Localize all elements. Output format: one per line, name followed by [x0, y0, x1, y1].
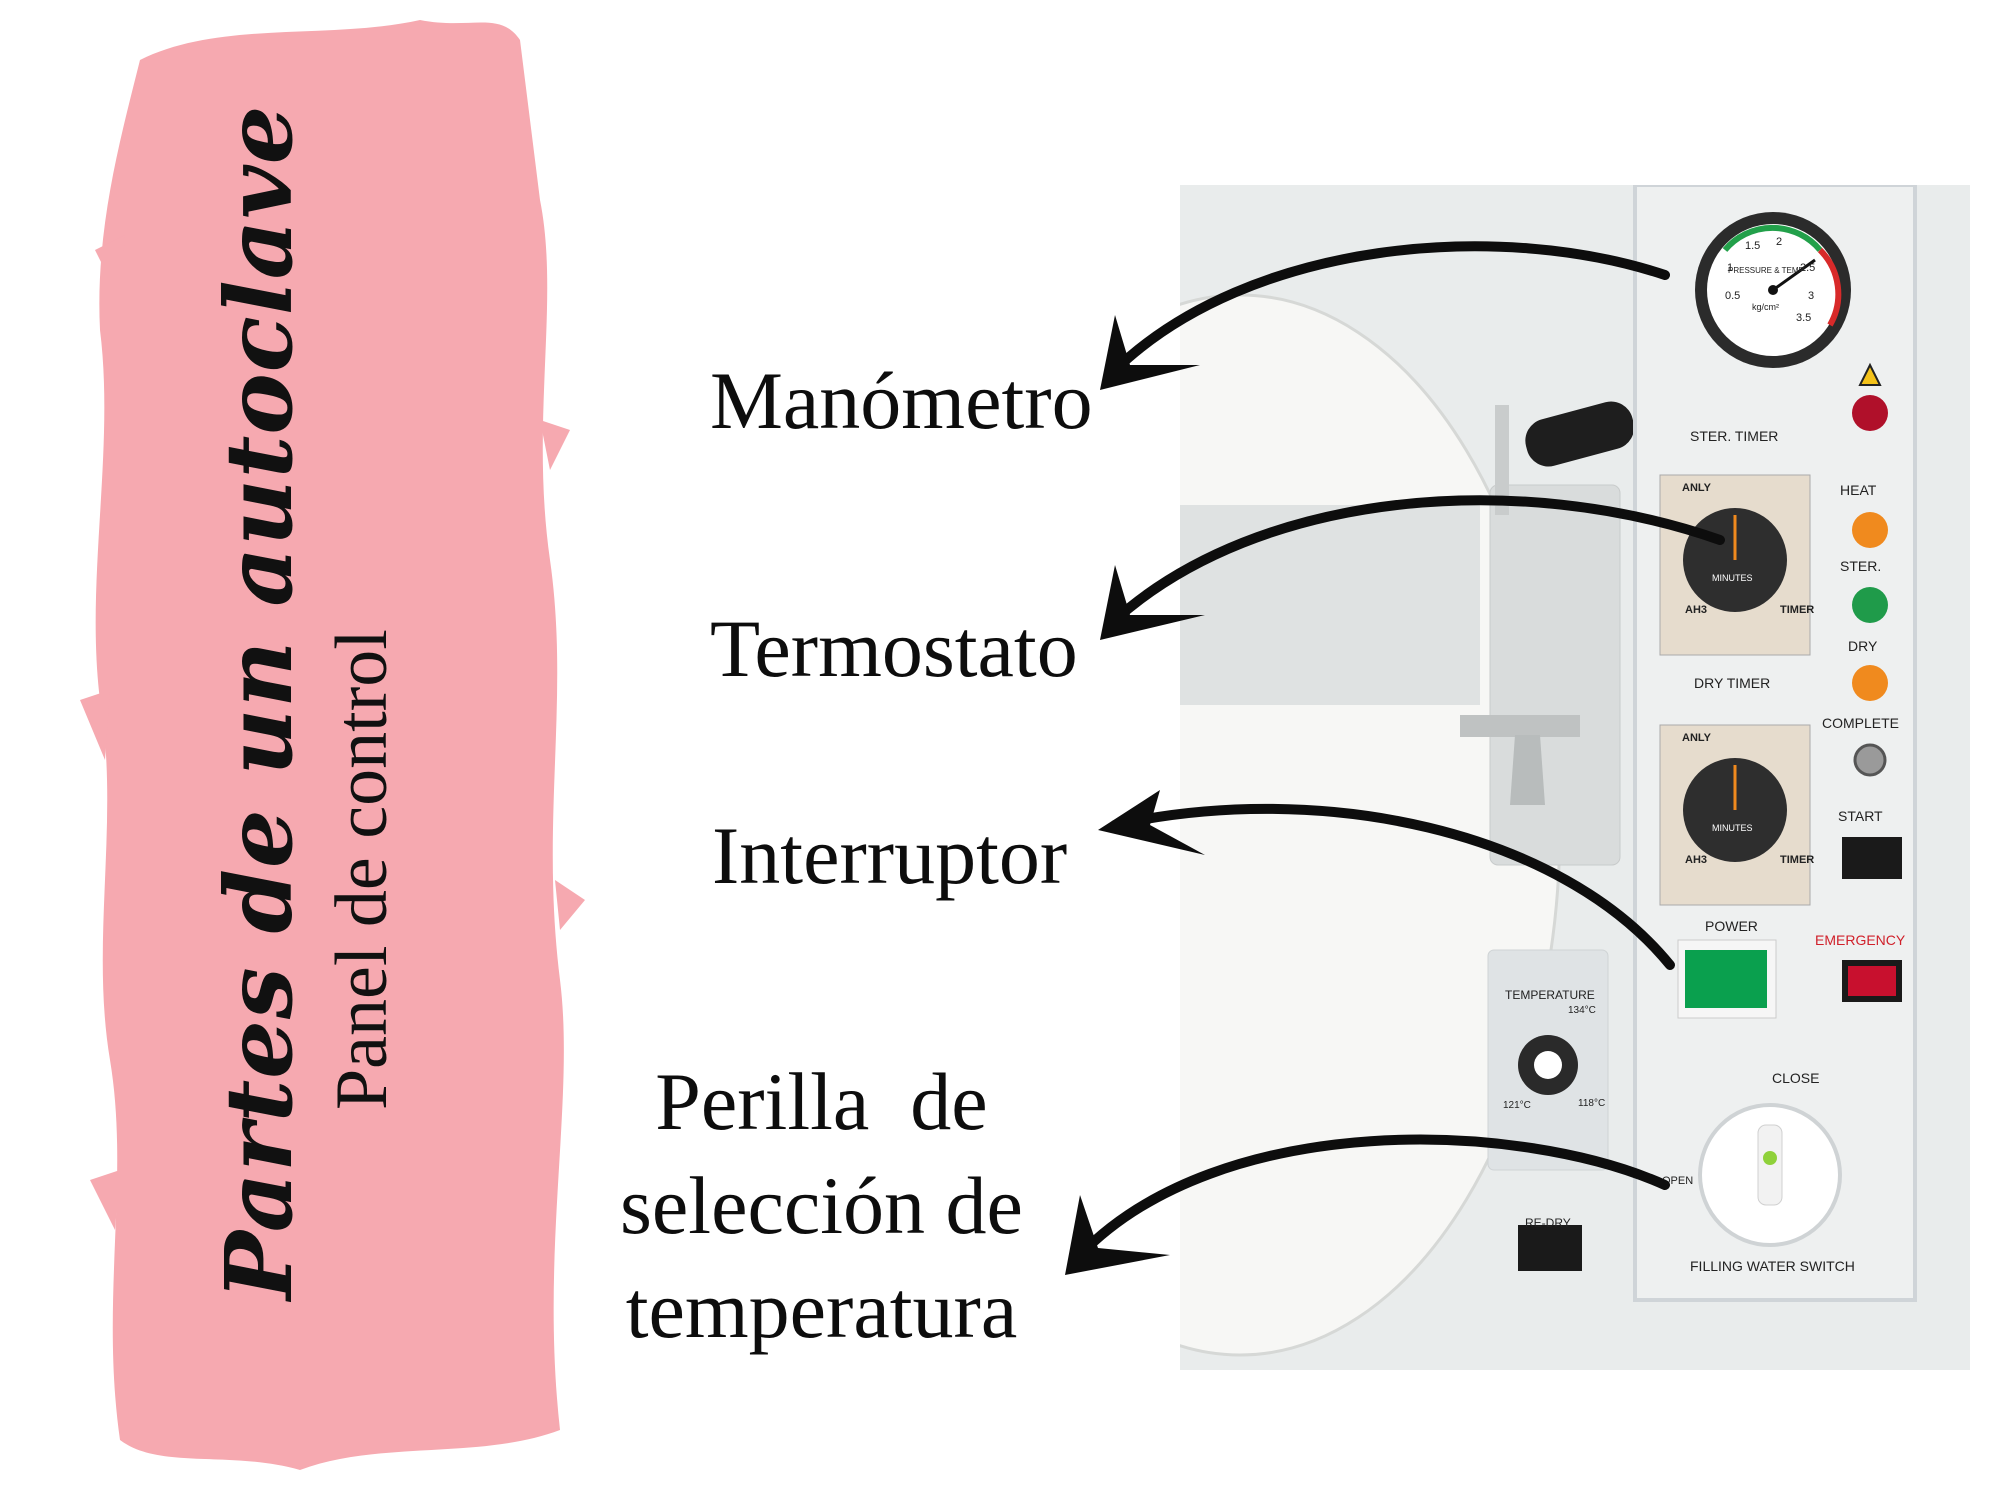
filling-water-switch-label: FILLING WATER SWITCH	[1690, 1258, 1855, 1274]
arrow-manometro	[1110, 241, 1670, 375]
gauge-scale-0: 0.5	[1725, 290, 1741, 302]
start-switch[interactable]	[1842, 837, 1902, 879]
timer-word-2: TIMER	[1780, 854, 1815, 866]
label-manometro: Manómetro	[710, 355, 1093, 446]
arrow-interruptor	[1110, 803, 1675, 970]
complete-lamp	[1853, 743, 1887, 777]
label-interruptor: Interruptor	[712, 810, 1068, 901]
temp-134-label: 134°C	[1568, 1005, 1596, 1016]
arrowhead-manometro	[1100, 315, 1200, 390]
dry-label: DRY	[1848, 638, 1878, 654]
temp-121-label: 121°C	[1503, 1100, 1531, 1111]
heat-label: HEAT	[1840, 482, 1877, 498]
gauge-unit: kg/cm²	[1752, 302, 1779, 312]
dry-lamp	[1852, 665, 1888, 701]
handle-nozzle	[1510, 735, 1545, 805]
arrow-termostato	[1110, 495, 1725, 625]
heat-lamp	[1852, 512, 1888, 548]
autoclave-panel	[1180, 185, 1970, 1370]
close-label: CLOSE	[1772, 1070, 1820, 1086]
gauge-scale-1: 1	[1727, 262, 1734, 274]
alarm-lamp	[1852, 395, 1888, 431]
label-perilla-line3: temperatura	[625, 1264, 1018, 1355]
gauge-scale-2: 1.5	[1745, 240, 1761, 252]
arrowhead-perilla	[1065, 1195, 1170, 1275]
gauge-scale-3: 2	[1776, 236, 1783, 248]
timer-model-1: AH3	[1685, 604, 1708, 616]
dry-timer-label: DRY TIMER	[1694, 675, 1771, 691]
label-perilla-line2: selección de	[620, 1160, 1023, 1251]
gauge-text: PRESSURE & TEMP	[1728, 266, 1804, 275]
warning-icon	[1858, 362, 1882, 386]
label-termostato: Termostato	[710, 603, 1078, 694]
label-perilla-line1: Perilla de	[655, 1056, 988, 1147]
power-switch[interactable]	[1685, 950, 1767, 1008]
gauge-scale-4: 2.5	[1800, 262, 1816, 274]
timer-minutes-2: MINUTES	[1712, 823, 1753, 833]
arrowhead-interruptor	[1098, 790, 1205, 855]
arrowhead-termostato	[1100, 565, 1205, 640]
re-dry-switch[interactable]	[1518, 1225, 1582, 1271]
timer-word-1: TIMER	[1780, 604, 1815, 616]
power-label: POWER	[1705, 918, 1758, 934]
gauge-scale-6: 3.5	[1796, 312, 1812, 324]
label-perilla: Perilla de selección de temperatura	[620, 1050, 1023, 1362]
arrow-perilla	[1075, 1134, 1670, 1260]
timer-model-2: AH3	[1685, 854, 1708, 866]
ster-lamp	[1852, 587, 1888, 623]
temperature-label: TEMPERATURE	[1505, 988, 1595, 1002]
timer-brand-1: ANLY	[1682, 482, 1711, 494]
gauge-scale-5: 3	[1808, 290, 1815, 302]
ster-timer-label: STER. TIMER	[1690, 428, 1779, 444]
temp-118-label: 118°C	[1578, 1098, 1606, 1109]
start-label: START	[1838, 808, 1883, 824]
timer-minutes-1: MINUTES	[1712, 573, 1753, 583]
ster-label: STER.	[1840, 558, 1882, 574]
complete-label: COMPLETE	[1822, 715, 1900, 731]
emergency-label: EMERGENCY	[1815, 932, 1906, 948]
timer-brand-2: ANLY	[1682, 732, 1711, 744]
re-dry-label: RE-DRY	[1525, 1216, 1571, 1230]
